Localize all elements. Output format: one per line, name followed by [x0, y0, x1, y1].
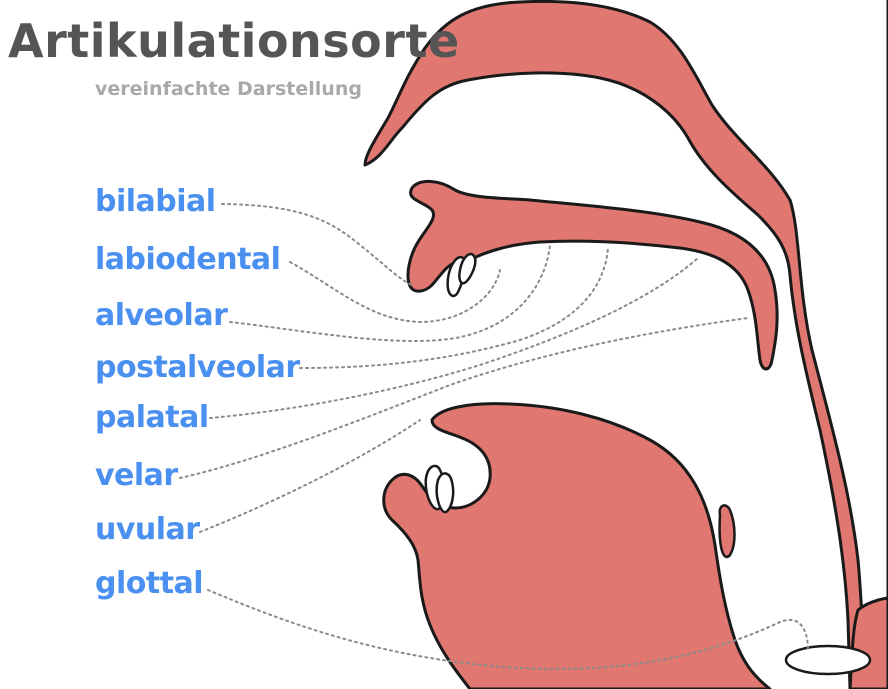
label-velar: velar — [95, 458, 178, 493]
label-postalveolar: postalveolar — [95, 350, 300, 385]
label-glottal: glottal — [95, 566, 203, 601]
diagram-subtitle: vereinfachte Darstellung — [95, 78, 362, 100]
label-uvular: uvular — [95, 512, 200, 547]
label-labiodental: labiodental — [95, 242, 280, 277]
label-palatal: palatal — [95, 400, 209, 435]
label-alveolar: alveolar — [95, 298, 227, 333]
epiglottis — [720, 505, 735, 556]
tongue-and-lower-jaw — [384, 404, 770, 689]
label-bilabial: bilabial — [95, 184, 216, 219]
lower-tooth-2 — [437, 473, 453, 512]
diagram-title: Artikulationsorte — [8, 14, 460, 68]
glottis-oval — [786, 646, 870, 674]
